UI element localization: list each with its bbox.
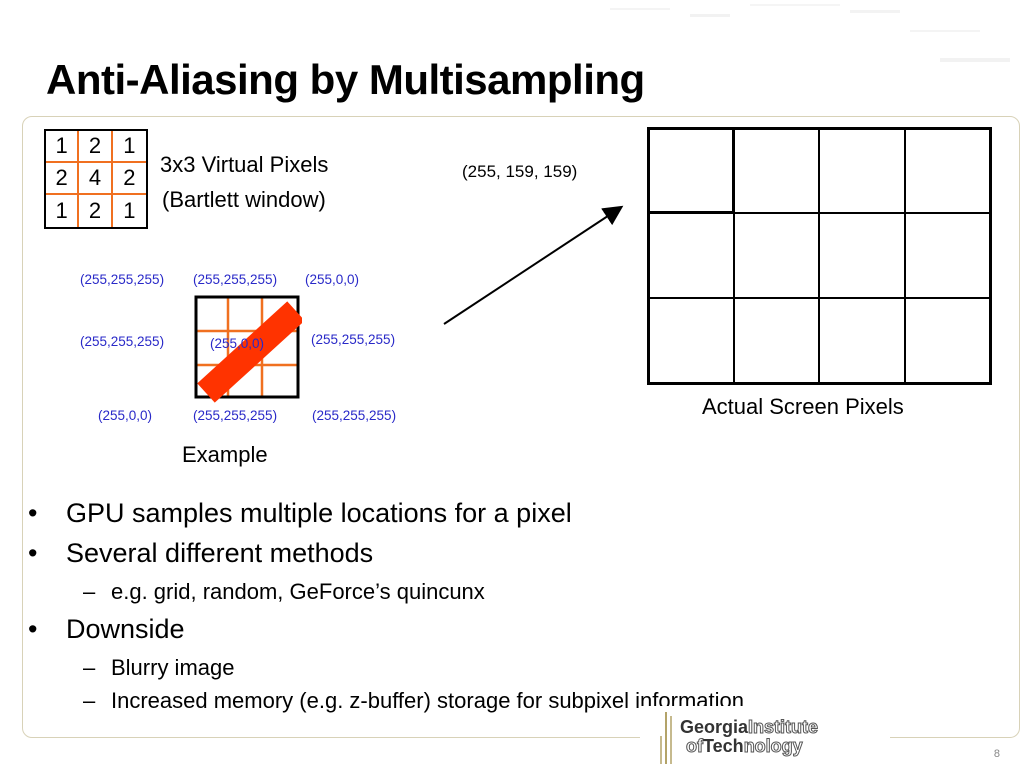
decorative-header-pattern [610,4,1010,62]
example-caption: Example [182,442,268,467]
slide-title: Anti-Aliasing by Multisampling [46,56,645,103]
result-color-value: (255, 159, 159) [462,162,578,181]
kernel-cell: 2 [79,131,113,163]
kernel-caption-line2: (Bartlett window) [162,187,326,212]
logo-text-nology: nology [743,736,803,756]
example-subpixel-grid [194,295,302,403]
sub-bullet-text: e.g. grid, random, GeForce’s quincunx [111,579,485,604]
kernel-cell: 1 [123,198,136,223]
red-line-stroke [197,301,302,403]
page-number: 8 [993,748,1000,760]
screen-caption: Actual Screen Pixels [702,394,904,419]
screen-pixel-grid [647,127,992,385]
sample-label-center: (255,0,0) [210,336,265,351]
sample-label-top-left: (255,255,255) [80,272,165,287]
sample-label-bottom-mid: (255,255,255) [193,408,278,423]
logo-text-of: of [686,736,704,756]
sample-label-mid-right: (255,255,255) [311,332,396,347]
sample-label-mid-left: (255,255,255) [80,334,165,349]
content-frame [22,116,1020,738]
sample-label-bottom-left: (255,0,0) [98,408,153,423]
sub-bullet-text: Blurry image [111,655,235,680]
kernel-caption-line1: 3x3 Virtual Pixels [160,152,329,177]
sample-label-bottom-right: (255,255,255) [312,408,397,423]
bartlett-kernel-grid: 1 2 1 2 4 2 1 2 1 [44,129,148,229]
logo-text-georgia: Georgia [680,717,749,737]
kernel-cell: 1 [46,131,80,163]
georgia-tech-logo: GeorgiaInstitute ofTechnology [640,706,890,768]
kernel-cell: 4 [79,163,113,195]
kernel-cell: 2 [112,163,146,195]
bullet-text: Downside [66,614,185,644]
kernel-cell: 2 [46,163,80,195]
bullet-text: GPU samples multiple locations for a pix… [66,498,572,528]
logo-emblem-icon [640,706,890,768]
sub-bullet-text: Increased memory (e.g. z-buffer) storage… [111,688,744,713]
sample-label-top-mid: (255,255,255) [193,272,278,287]
logo-text-institute: Institute [748,717,819,737]
sample-label-top-right: (255,0,0) [305,272,360,287]
bullet-text: Several different methods [66,538,374,568]
kernel-cell: 2 [79,195,113,227]
logo-text-tech: Tech [703,736,744,756]
arrow-icon [443,205,624,325]
kernel-cell: 1 [112,131,146,163]
highlighted-pixel [647,127,735,214]
kernel-cell: 1 [46,195,80,227]
